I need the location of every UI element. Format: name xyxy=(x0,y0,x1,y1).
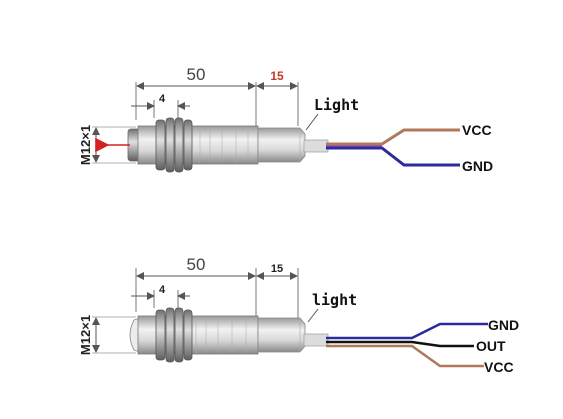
wire-label-gnd: GND xyxy=(462,158,493,174)
wire-gnd xyxy=(326,146,460,167)
sensor-nuts xyxy=(155,307,193,363)
sensor-tail xyxy=(257,317,306,353)
sensor-front-lens xyxy=(129,317,141,353)
sensor-top: 50 15 4 M12×1 xyxy=(78,65,493,174)
wire-label-vcc: VCC xyxy=(462,122,492,138)
dim-tail-label: 15 xyxy=(270,69,284,83)
wire-vcc xyxy=(326,344,484,368)
wire-label-gnd: GND xyxy=(488,317,519,333)
wire-label-out: OUT xyxy=(476,338,506,354)
cable-stub xyxy=(303,139,329,153)
sensor-bottom: 50 15 4 M12×1 xyxy=(78,255,519,375)
dim-nut-label: 4 xyxy=(159,284,166,296)
dim-overall-label: 50 xyxy=(187,255,206,274)
wire-gnd xyxy=(326,322,488,340)
thread-spec-label: M12×1 xyxy=(78,315,93,355)
light-label: light xyxy=(312,291,357,309)
light-leader-line xyxy=(305,113,319,131)
cable-stub xyxy=(303,333,329,347)
thread-spec-label: M12×1 xyxy=(78,125,93,165)
wire-label-vcc: VCC xyxy=(484,359,514,375)
wire-out xyxy=(326,340,474,348)
sensor-tail xyxy=(257,127,306,163)
dim-nut-label: 4 xyxy=(159,93,166,105)
thread-texture xyxy=(195,317,247,353)
dim-tail-label: 15 xyxy=(271,263,283,275)
light-label: Light xyxy=(314,96,359,114)
wire-vcc xyxy=(326,128,460,146)
dim-overall-label: 50 xyxy=(187,65,206,84)
sensor-nuts xyxy=(155,117,193,173)
light-leader-line xyxy=(307,308,319,323)
